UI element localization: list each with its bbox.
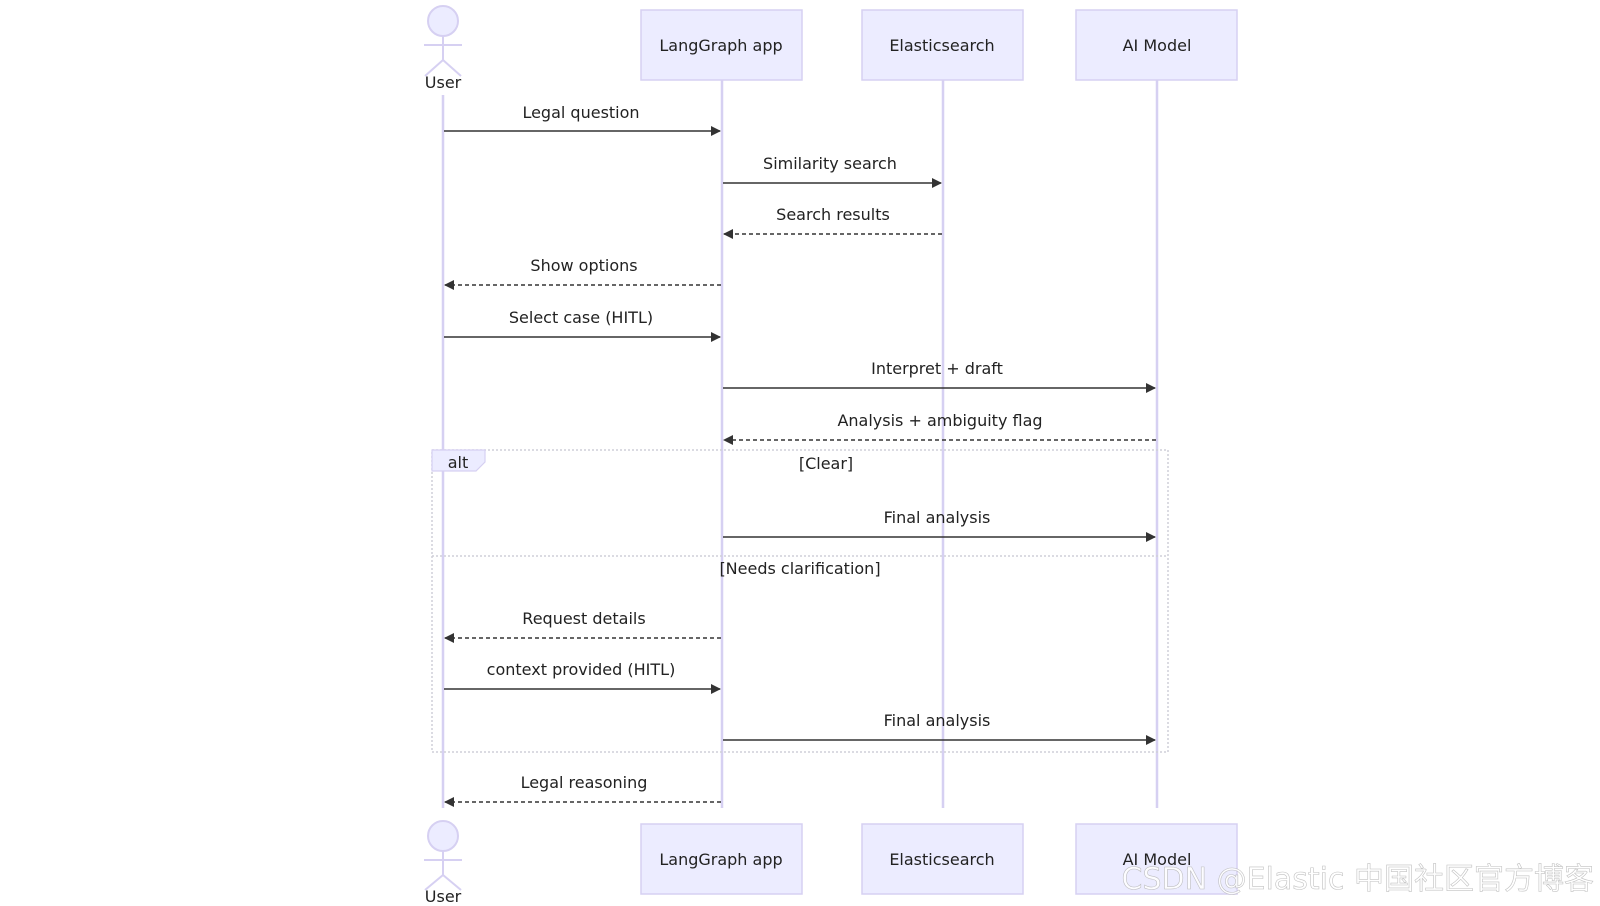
message-label: Legal reasoning <box>521 773 648 792</box>
message-label: Final analysis <box>884 508 991 527</box>
actor-ai-model-top: AI Model <box>1075 9 1238 81</box>
user-head-icon <box>427 820 459 852</box>
message-show-options: Show options <box>444 256 721 290</box>
actor-ai-model-bottom: AI Model <box>1075 823 1238 895</box>
message-interpret-draft: Interpret + draft <box>723 359 1156 393</box>
alt-condition-needs-clarification: [Needs clarification] <box>719 559 880 578</box>
alt-frame: alt [Clear] [Needs clarification] <box>431 449 1169 753</box>
watermark-text: CSDN @Elastic 中国社区官方博客 <box>1122 862 1595 897</box>
message-label: Request details <box>522 609 645 628</box>
message-label: Show options <box>530 256 637 275</box>
message-analysis-ambiguity-flag: Analysis + ambiguity flag <box>723 411 1156 445</box>
message-legal-reasoning: Legal reasoning <box>444 773 721 807</box>
message-search-results: Search results <box>723 205 942 239</box>
message-label: Final analysis <box>884 711 991 730</box>
message-label: context provided (HITL) <box>487 660 676 679</box>
message-select-case: Select case (HITL) <box>444 308 721 342</box>
actor-elasticsearch-label: Elasticsearch <box>889 850 994 869</box>
actor-langgraph-app-bottom: LangGraph app <box>640 823 803 895</box>
actor-user-label: User <box>425 887 462 906</box>
message-legal-question: Legal question <box>444 103 721 136</box>
actor-elasticsearch-label: Elasticsearch <box>889 36 994 55</box>
message-label: Interpret + draft <box>871 359 1003 378</box>
message-label: Analysis + ambiguity flag <box>837 411 1042 430</box>
message-label: Similarity search <box>763 154 897 173</box>
alt-tag <box>431 449 486 472</box>
actor-user-label: User <box>425 73 462 92</box>
actor-user-top: User <box>424 5 462 92</box>
actor-ai-model-label: AI Model <box>1123 850 1192 869</box>
actor-langgraph-app-top: LangGraph app <box>640 9 803 81</box>
message-final-analysis-clarified: Final analysis <box>723 711 1156 745</box>
actor-user-bottom: User <box>424 820 462 906</box>
message-similarity-search: Similarity search <box>723 154 942 188</box>
actor-ai-model-label: AI Model <box>1123 36 1192 55</box>
message-label: Search results <box>776 205 890 224</box>
user-head-icon <box>427 5 459 37</box>
message-label: Legal question <box>522 103 639 122</box>
message-label: Select case (HITL) <box>509 308 653 327</box>
message-request-details: Request details <box>444 609 721 643</box>
alt-condition-clear: [Clear] <box>799 454 853 473</box>
alt-tag-label: alt <box>448 453 469 472</box>
message-context-provided: context provided (HITL) <box>444 660 721 694</box>
actor-langgraph-app-label: LangGraph app <box>659 850 782 869</box>
actor-elasticsearch-bottom: Elasticsearch <box>861 823 1024 895</box>
actor-langgraph-app-label: LangGraph app <box>659 36 782 55</box>
message-final-analysis-clear: Final analysis <box>723 508 1156 542</box>
actor-elasticsearch-top: Elasticsearch <box>861 9 1024 81</box>
